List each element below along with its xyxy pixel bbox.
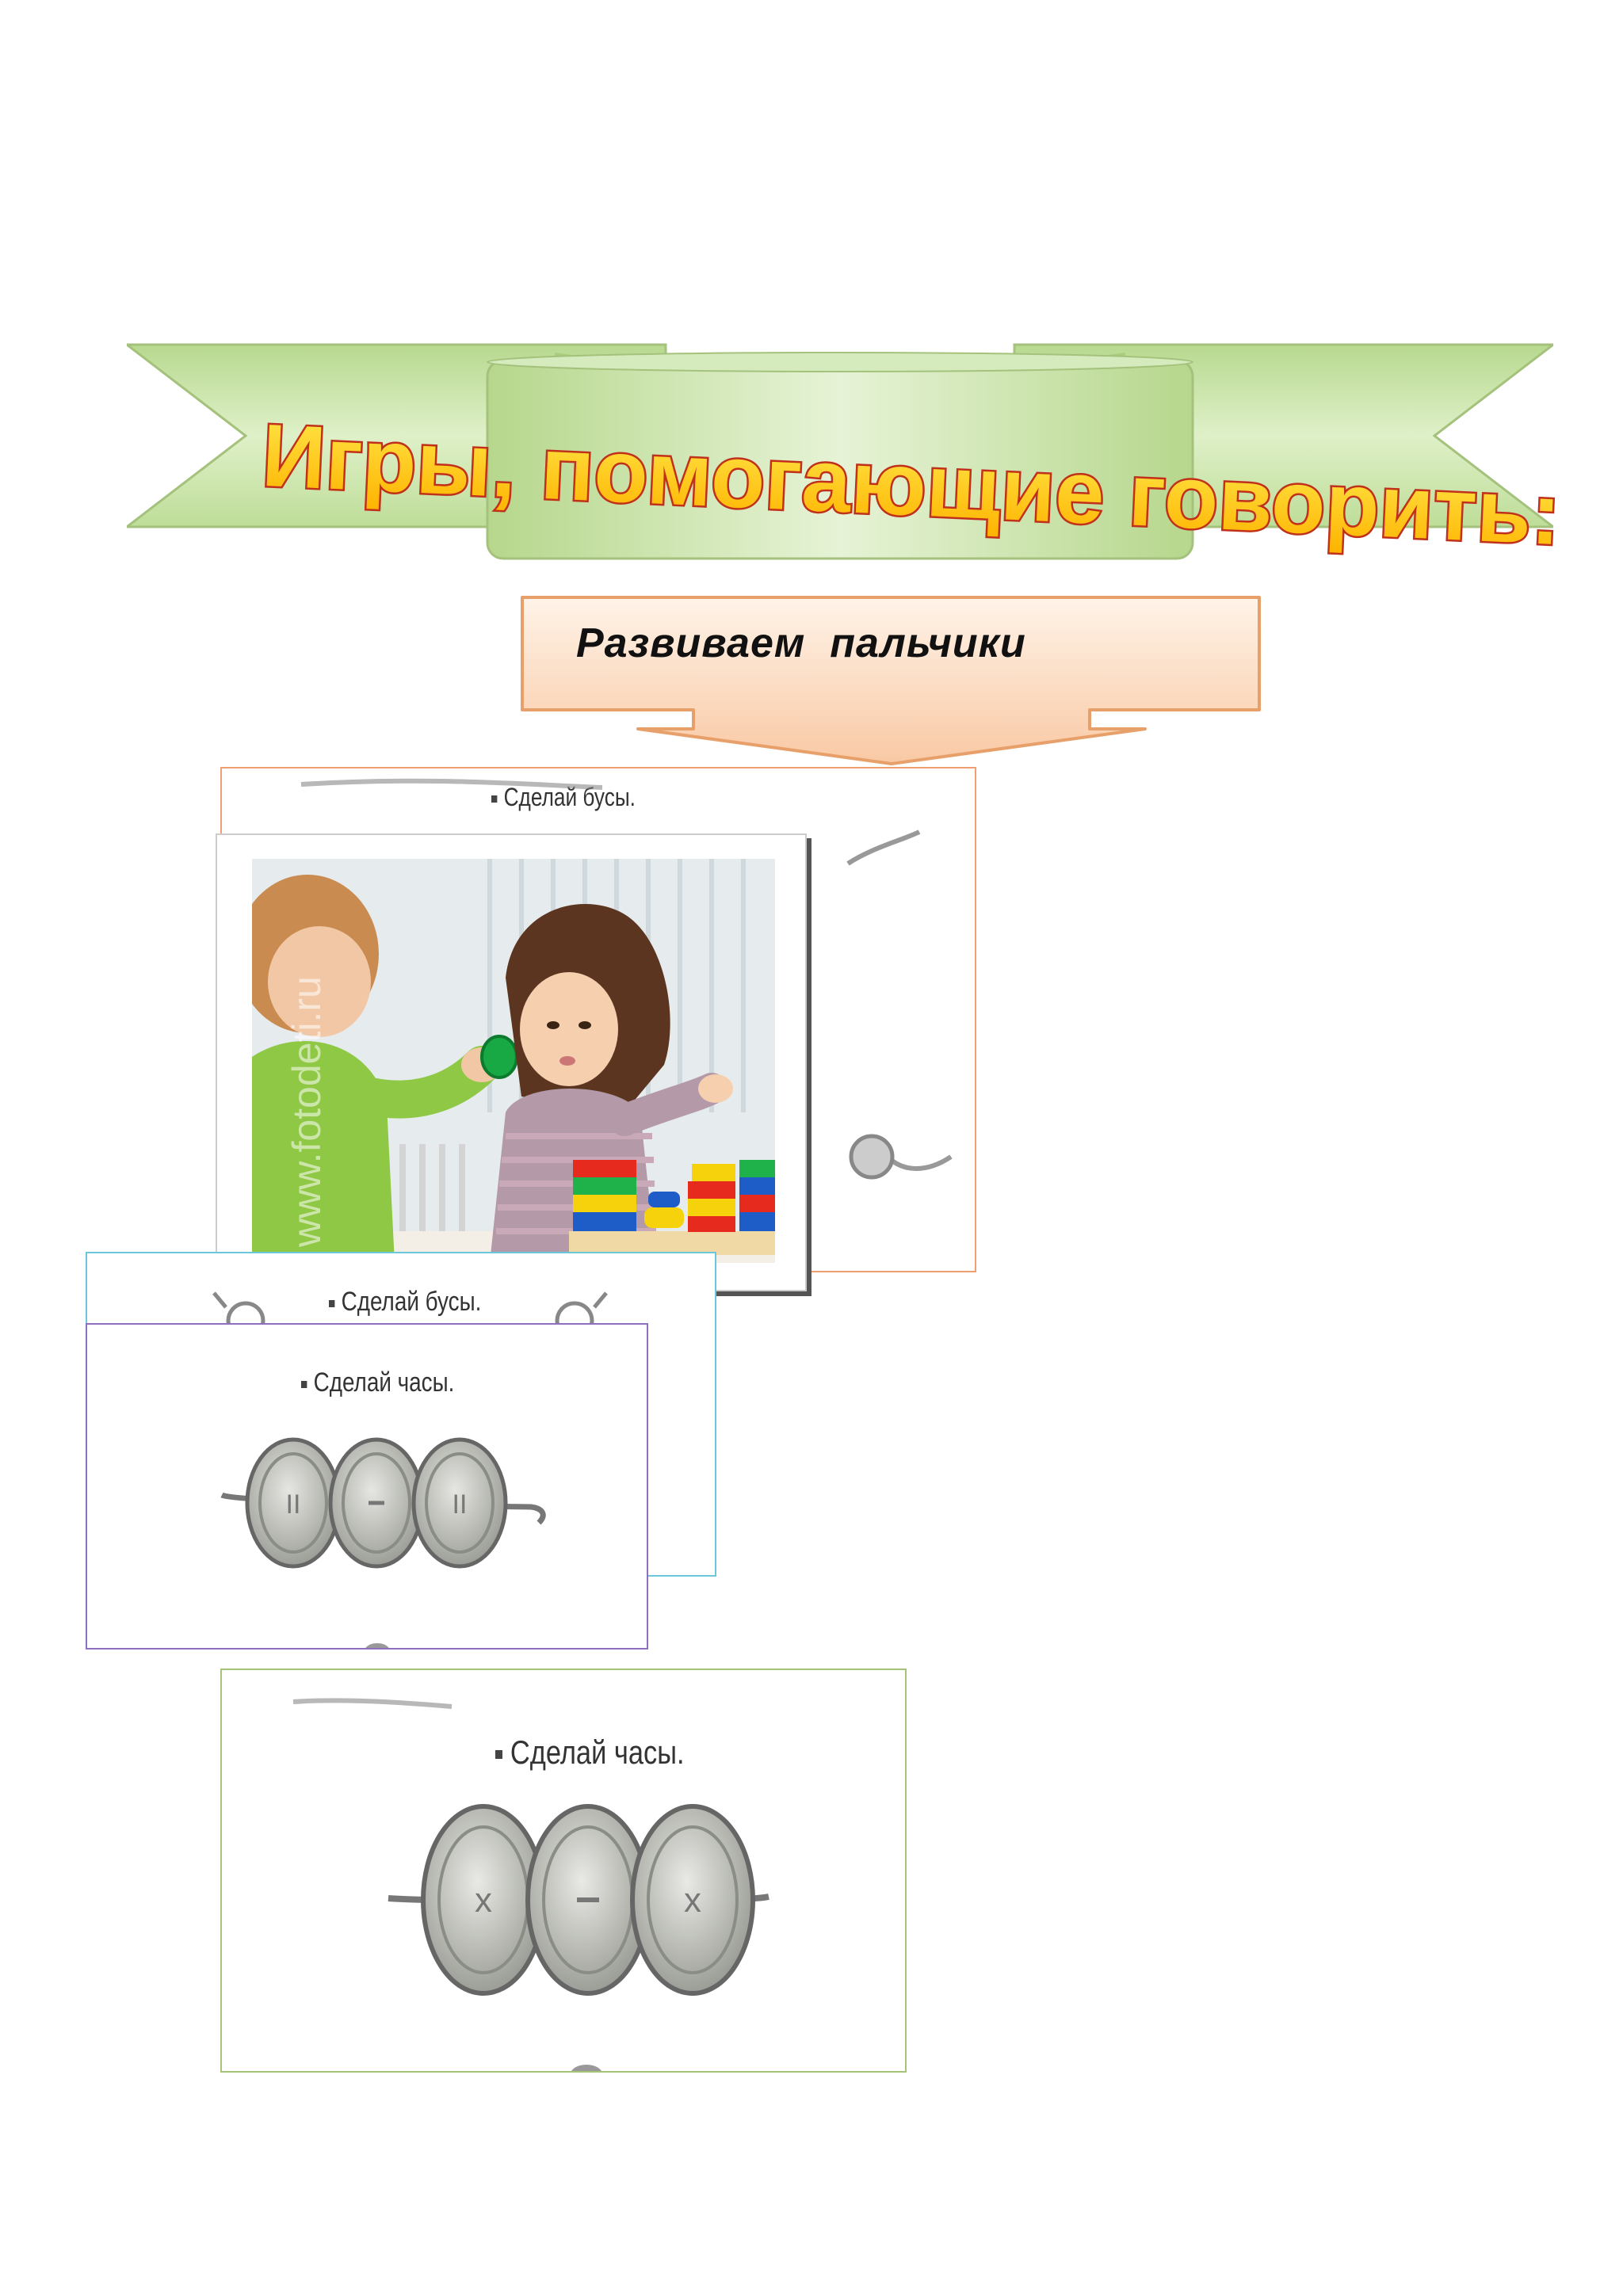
svg-text:II: II <box>453 1489 468 1520</box>
clock-caption-small: Сделай часы. <box>313 1367 455 1398</box>
banner-title: Игры, помогающие говорить: <box>260 406 1563 563</box>
buttons-big-illustration: x x <box>292 1698 769 2071</box>
svg-text:x: x <box>684 1881 701 1920</box>
photo-watermark: www.fotodeti.ru <box>285 976 329 1247</box>
title-ribbon-banner: Игры, помогающие говорить: <box>127 337 1565 566</box>
beads-small-decoration <box>212 1291 608 1333</box>
beads-caption-small: Сделай бусы. <box>341 1287 482 1317</box>
buttons-small-illustration: II II <box>220 1437 546 1648</box>
callout-label: Развиваем пальчики <box>576 620 1026 666</box>
section-callout: Развиваем пальчики <box>519 594 1264 769</box>
clock-card-big: Сделай часы. x x <box>220 1669 907 2073</box>
banner-title-svg: Игры, помогающие говорить: <box>258 403 1565 565</box>
svg-text:x: x <box>475 1881 492 1920</box>
children-photo-card: www.fotodeti.ru <box>216 833 807 1291</box>
svg-text:II: II <box>286 1489 301 1520</box>
ribbon-shape <box>127 343 1553 560</box>
clock-card-small: Сделай часы. II II <box>86 1323 648 1650</box>
children-playing-photo: www.fotodeti.ru <box>252 859 775 1263</box>
callout-arrow-shape <box>521 596 1261 765</box>
photo-illustration <box>252 859 775 1263</box>
beads-string-decoration <box>300 778 953 1180</box>
clock-caption-big: Сделай часы. <box>510 1733 685 1771</box>
